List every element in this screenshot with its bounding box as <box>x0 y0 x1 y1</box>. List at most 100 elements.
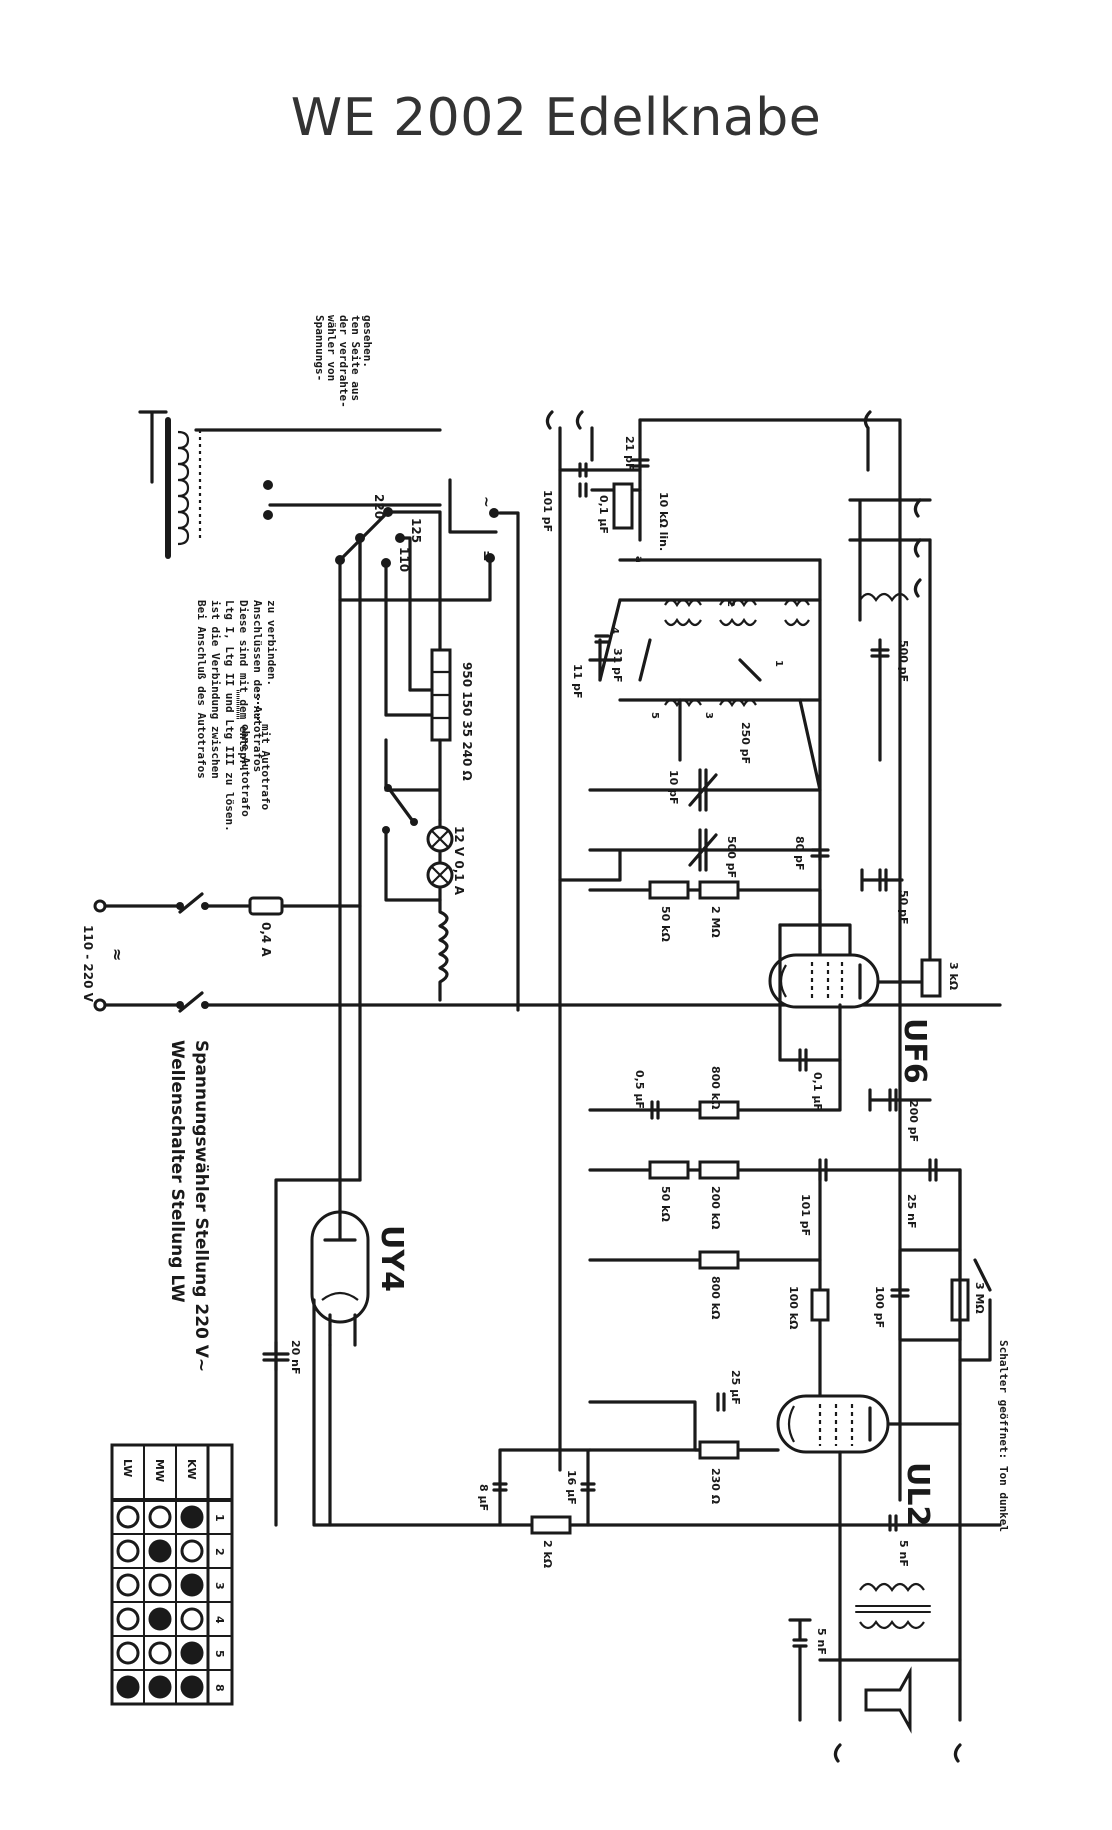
c-25nf-label: 25 nF <box>905 1194 918 1228</box>
uf6-tube: UF6 50 pF 3 kΩ <box>768 868 960 1084</box>
switch-note: Schalter geöffnet: Ton dunkel <box>997 1340 1010 1532</box>
lamp-label: 12 V 0,1 A <box>452 826 466 896</box>
c-250pf-label: 250 pF <box>739 722 752 764</box>
r-10k-label: 10 kΩ lin. <box>657 492 670 551</box>
tap-125-label: 125 <box>409 518 423 543</box>
dropper-label: 950 150 35 240 Ω <box>460 662 474 781</box>
sw-label: 5 <box>649 712 660 719</box>
r-3k-label: 3 kΩ <box>947 962 960 991</box>
legend-without: ohne Autotrafo <box>239 724 252 817</box>
note-line: Anschlüssen des Autotrafos <box>251 600 264 772</box>
c-20nf-label: 20 nF <box>289 1340 302 1374</box>
note-line: Diese sind mit dem entspr. <box>237 600 250 772</box>
mains-voltage-label: 110 - 220 V <box>81 925 95 1003</box>
ac-mains-symbol: ≈ <box>108 948 127 961</box>
switch-position-table: KW MW LW 1 2 3 4 5 8 <box>110 1443 234 1706</box>
c-5nf-label: 5 nF <box>897 1540 910 1567</box>
c-200pf-label: 200 pF <box>907 1100 920 1142</box>
volume-pot: 21 pF 10 kΩ lin. <box>612 418 902 1502</box>
position-label: 2 <box>213 1548 226 1556</box>
c-80pf-label: 80 pF <box>793 836 806 871</box>
dial-lamps: 12 V 0,1 A <box>426 818 466 902</box>
note-line: Bei Anschluß des Autotrafos <box>195 600 208 779</box>
ac-symbol: ~ <box>478 496 494 508</box>
autotransformer <box>138 410 442 559</box>
position-label: 1 <box>213 1514 226 1522</box>
position-label: 5 <box>213 1650 226 1658</box>
r-200k-label: 200 kΩ <box>709 1186 722 1230</box>
sw-label: 2 <box>725 600 736 607</box>
c-101pf-ant-label: 101 pF <box>541 490 554 532</box>
output-stage: 5 nF 5 nF <box>788 1168 962 1763</box>
note-line: zu verbinden. <box>265 600 278 686</box>
c-8uf-label: 8 µF <box>477 1484 490 1511</box>
contact-open <box>180 1539 204 1563</box>
sw-label: 3 <box>703 712 714 719</box>
band-label: MW <box>153 1459 166 1482</box>
contact-open <box>116 1505 140 1529</box>
contact-closed <box>180 1641 204 1665</box>
caption-band: Wellenschalter Stellung LW <box>167 1040 187 1303</box>
note-line: Ltg I, Ltg II und Ltg III zu lösen. <box>223 600 236 832</box>
c-31pf-label: 31 pF <box>611 648 624 683</box>
c-01uf-label: 0,1 µF <box>811 1072 824 1111</box>
mains-input: 0,4 A 110 - 220 V ≈ <box>81 892 1002 1013</box>
tap-220-label: 220 <box>372 494 386 519</box>
selector-view-note: Spannungs- wähler von der verdrahte- ten… <box>313 315 374 408</box>
uy4-label: UY4 <box>374 1225 409 1292</box>
contact-closed <box>148 1607 172 1631</box>
contact-closed <box>180 1505 204 1529</box>
note-line: Spannungs- <box>313 315 326 381</box>
band-label: KW <box>185 1459 198 1480</box>
contact-open <box>148 1641 172 1665</box>
contact-closed <box>116 1675 140 1699</box>
af-resistors: 50 kΩ 200 kΩ 101 pF 25 nF 800 kΩ 100 kΩ … <box>588 1158 1010 1532</box>
uf6-label: UF6 <box>897 1018 932 1084</box>
autotrafo-note: Bei Anschluß des Autotrafos ist die Verb… <box>195 600 278 832</box>
c-10pf-label: 10 pF <box>667 770 680 805</box>
contact-open <box>116 1641 140 1665</box>
sw-label: 1 <box>773 660 784 667</box>
r-100k-label: 100 kΩ <box>787 1286 800 1330</box>
r-230-label: 230 Ω <box>709 1468 722 1505</box>
r-50k-b-label: 50 kΩ <box>659 1186 672 1222</box>
ul2-tube: UL2 25 µF 230 Ω <box>588 1370 962 1526</box>
diagram-title: WE 2002 Edelknabe <box>290 88 822 148</box>
table-frame <box>110 1443 234 1706</box>
coil-bank: 11 pF 31 pF 10 pF 250 pF a 4 2 5 3 1 <box>571 556 822 862</box>
filter-section: 8 µF 16 µF 2 kΩ <box>477 1448 596 1569</box>
antenna-input: 101 pF 0,1 µF <box>541 410 642 1472</box>
contact-open <box>148 1573 172 1597</box>
r-800k-a-label: 800 kΩ <box>709 1066 722 1110</box>
c-101pf-label: 101 pF <box>799 1194 812 1236</box>
fuse-label: 0,4 A <box>259 922 273 957</box>
position-label: 4 <box>213 1616 226 1624</box>
position-label: 8 <box>213 1684 226 1692</box>
dropper-resistor: 950 150 35 240 Ω <box>384 648 474 822</box>
contact-closed <box>148 1675 172 1699</box>
c-50pf-label: 50 pF <box>897 890 910 925</box>
note-line: ten Seite aus <box>349 315 362 401</box>
c-21pf-label: 21 pF <box>623 436 636 471</box>
c-51nf-label: 5 nF <box>815 1628 828 1655</box>
contact-closed <box>148 1539 172 1563</box>
autotrafo-legend: mit Autotrafo ohne Autotrafo <box>236 690 272 817</box>
tap-110-label: 110 <box>397 547 411 572</box>
uf6-cathode: 0,1 µF 0,5 µF 800 kΩ 200 pF <box>588 923 932 1142</box>
r-800k-b-label: 800 kΩ <box>709 1276 722 1320</box>
grid-resistors: 50 kΩ 2 MΩ <box>588 880 822 942</box>
contact-open <box>116 1607 140 1631</box>
sw-label: 4 <box>609 627 620 634</box>
contact-open <box>116 1573 140 1597</box>
note-line: der verdrahte- <box>337 315 350 408</box>
note-line: wähler von <box>325 315 338 381</box>
r-3m-label: 3 MΩ <box>973 1282 986 1314</box>
ul2-label: UL2 <box>900 1462 935 1526</box>
contact-open <box>116 1539 140 1563</box>
tap-b-label: a <box>633 556 644 563</box>
r-50k-label: 50 kΩ <box>659 906 672 942</box>
position-label: 3 <box>213 1582 226 1590</box>
tuning-capacitor: 500 pF 80 pF <box>558 768 830 1007</box>
band-label: LW <box>121 1459 134 1477</box>
